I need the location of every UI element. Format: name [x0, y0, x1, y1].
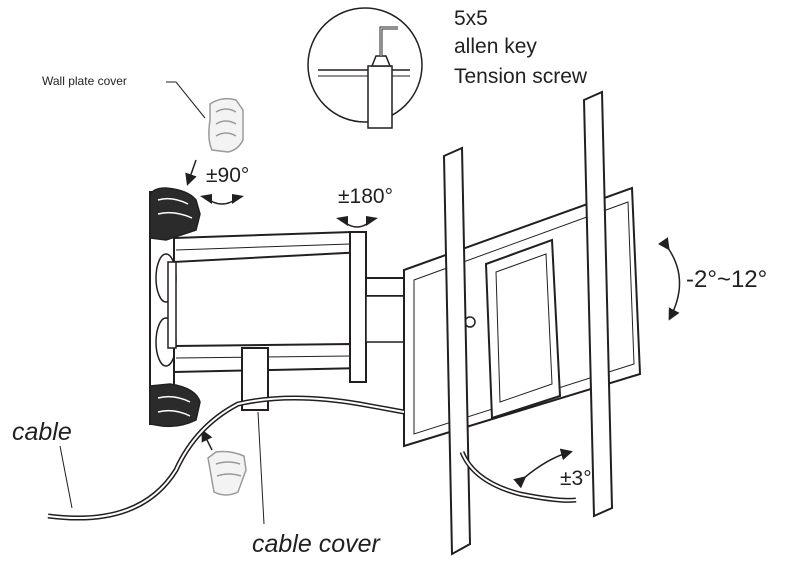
wall-plate-cover-leader — [166, 81, 206, 119]
swivel-180-label: ±180° — [338, 185, 393, 208]
swivel-90-label: ±90° — [206, 164, 250, 187]
wall-plate-cover-top-icon — [208, 97, 244, 153]
tilt-arrow-icon — [657, 237, 681, 321]
tilt-range-label: -2°~12° — [686, 266, 768, 293]
cable — [47, 395, 577, 521]
tension-screw-inset — [307, 7, 423, 129]
cable-cover-leader — [257, 411, 265, 525]
cover-arrow-top-icon — [185, 159, 197, 186]
tension-screw-label: Tension screw — [454, 65, 588, 88]
wall-plate-cover-label: Wall plate cover — [42, 74, 127, 88]
vertical-rail-left — [442, 146, 472, 556]
level-adjust-label: ±3° — [560, 467, 592, 490]
cable-leader — [59, 445, 73, 509]
articulating-arm — [167, 230, 413, 411]
allen-key-label: allen key — [454, 35, 537, 58]
wall-plate-cover-bottom-icon — [207, 450, 247, 496]
level-arrow-icon — [513, 448, 573, 489]
vertical-rail-right — [582, 90, 614, 518]
cover-arrow-bottom-icon — [201, 429, 213, 451]
cable-cover-label: cable cover — [252, 530, 380, 558]
cable-label: cable — [12, 418, 72, 446]
allen-key-size-label: 5x5 — [454, 7, 488, 30]
